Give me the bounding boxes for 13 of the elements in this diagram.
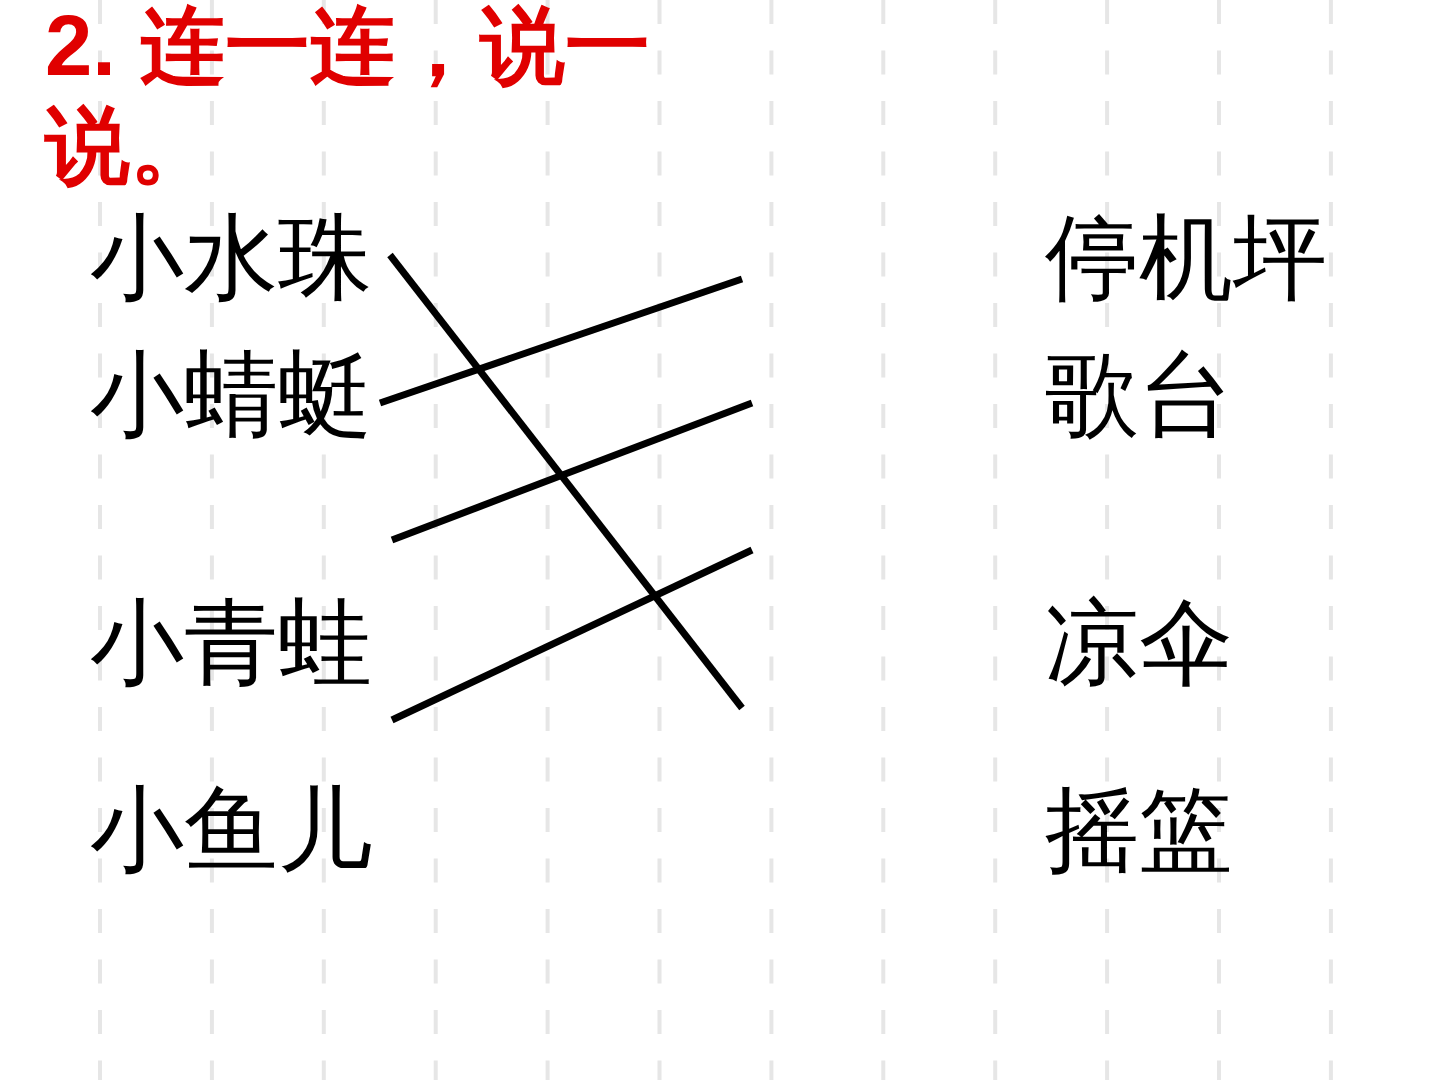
matching-line <box>390 546 754 724</box>
matching-line <box>378 275 744 407</box>
word-text: 歌台 <box>1045 345 1255 445</box>
word-text: 小水珠 <box>90 208 390 308</box>
word-text: 停机坪 <box>1045 208 1345 308</box>
exercise-title: 2. 连一连，说一说。 <box>45 0 651 195</box>
matching-line <box>387 252 745 711</box>
word-text: 小青蛙 <box>90 540 392 693</box>
word-text: 凉伞 <box>1045 593 1255 693</box>
matching-line <box>390 399 754 544</box>
word-text: 摇篮 <box>1045 780 1255 880</box>
word-text: 小鱼儿 <box>90 720 392 880</box>
word-text: 小蜻蜓 <box>90 345 380 445</box>
